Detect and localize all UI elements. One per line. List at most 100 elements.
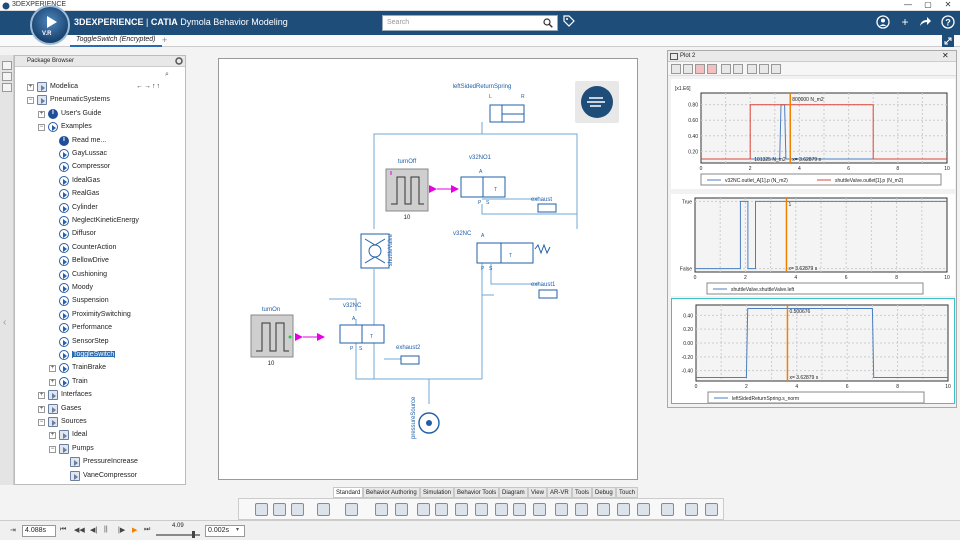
toolbar-icon[interactable] xyxy=(617,503,630,516)
expand-icon[interactable]: + xyxy=(49,432,56,440)
end-button[interactable]: ⏭ xyxy=(144,526,151,533)
search-box[interactable]: Search xyxy=(382,15,558,31)
browser-nav-arrows[interactable]: ←→↑↑ xyxy=(136,83,161,90)
tree-item[interactable]: ToggleSwitch xyxy=(15,349,185,362)
plot-tool-9[interactable] xyxy=(771,64,781,74)
tree-item[interactable]: PressureIncrease xyxy=(15,456,185,469)
plot-tool-7[interactable] xyxy=(747,64,757,74)
toolbar-icon[interactable] xyxy=(273,503,286,516)
settings-gear-icon[interactable] xyxy=(175,57,183,65)
toolbar-icon[interactable] xyxy=(455,503,468,516)
toolbar-icon[interactable] xyxy=(345,503,358,516)
tab-toggleswitch[interactable]: ToggleSwitch (Encrypted) xyxy=(70,35,162,47)
tree-item[interactable]: GayLussac xyxy=(15,148,185,161)
plot-tool-1[interactable] xyxy=(671,64,681,74)
toolbar-icon[interactable] xyxy=(435,503,448,516)
ribbon-tab[interactable]: Behavior Tools xyxy=(454,487,500,498)
turnoff-source[interactable]: turnOff 10 xyxy=(385,159,459,221)
toolbar-icon[interactable] xyxy=(705,503,718,516)
ribbon-tab[interactable]: Diagram xyxy=(499,487,528,498)
tree-item[interactable]: ProximitySwitching xyxy=(15,309,185,322)
tree-item[interactable]: Suspension xyxy=(15,295,185,308)
tree-item[interactable]: RealGas xyxy=(15,188,185,201)
collapse-icon[interactable]: − xyxy=(27,97,34,105)
tree-item[interactable]: NeglectKineticEnergy xyxy=(15,215,185,228)
pause-button[interactable]: || xyxy=(104,526,108,533)
turnon-source[interactable]: turnOn 10 xyxy=(250,307,325,367)
collapse-icon[interactable]: − xyxy=(38,124,45,132)
time-field[interactable]: 4.088s xyxy=(22,525,56,537)
exhaust2-component[interactable]: exhaust2 xyxy=(396,345,421,365)
shuttlevalve[interactable]: shuttleValve xyxy=(360,233,394,269)
search-icon[interactable] xyxy=(543,18,553,28)
plot-tool-5[interactable] xyxy=(721,64,731,74)
tree-item[interactable]: VaneCompressor xyxy=(15,470,185,483)
toolbar-icon[interactable] xyxy=(495,503,508,516)
leftsidedreturnspring[interactable]: leftSidedReturnSpring L R xyxy=(453,84,525,123)
v32no1-valve[interactable]: v32NO1 A P S T xyxy=(460,155,506,206)
plot-tool-4[interactable] xyxy=(707,64,717,74)
tree-item[interactable]: Performance xyxy=(15,322,185,335)
tree-item[interactable]: Cylinder xyxy=(15,202,185,215)
toolbar-icon[interactable] xyxy=(533,503,546,516)
plot-tool-8[interactable] xyxy=(759,64,769,74)
toolbar-icon[interactable] xyxy=(555,503,568,516)
strip-button-3[interactable] xyxy=(2,83,12,92)
collapse-left-icon[interactable]: ‹ xyxy=(3,317,7,328)
step-button[interactable]: |▶ xyxy=(118,527,126,534)
collapse-icon[interactable]: − xyxy=(49,445,56,453)
tree-item[interactable]: −PneumaticSystems xyxy=(15,94,185,107)
diagram-canvas[interactable]: leftSidedReturnSpring L R turnOff 10 v32… xyxy=(218,58,638,480)
v32nc1-valve[interactable]: v32NC A P S T xyxy=(453,231,551,272)
tree-item[interactable]: CounterAction xyxy=(15,242,185,255)
browser-search-icon[interactable]: ⌕ xyxy=(165,71,169,78)
expand-icon[interactable]: + xyxy=(38,405,45,413)
tree-item[interactable]: −Sources xyxy=(15,416,185,429)
toolbar-icon[interactable] xyxy=(575,503,588,516)
exhaust1-component[interactable]: exhaust1 xyxy=(531,282,558,299)
toolbar-icon[interactable] xyxy=(597,503,610,516)
toolbar-icon[interactable] xyxy=(291,503,304,516)
user-icon[interactable] xyxy=(876,15,892,29)
add-tab-button[interactable]: + xyxy=(162,35,168,45)
pressuresource[interactable]: pressureSource xyxy=(411,396,440,439)
rewind-button[interactable]: ⏮ xyxy=(60,526,67,533)
tree-item[interactable]: Cushioning xyxy=(15,269,185,282)
tag-icon[interactable] xyxy=(563,15,575,27)
add-icon[interactable]: + xyxy=(901,15,909,29)
tree-item[interactable]: +User's Guide xyxy=(15,108,185,121)
expand-icon[interactable]: + xyxy=(38,392,45,400)
tree-item[interactable]: Compressor xyxy=(15,161,185,174)
tree-item[interactable]: SensorStep xyxy=(15,336,185,349)
expand-icon[interactable]: + xyxy=(49,365,56,373)
tree-item[interactable]: Read me... xyxy=(15,135,185,148)
tree-item[interactable]: +Interfaces xyxy=(15,389,185,402)
tree-item[interactable]: Diffusor xyxy=(15,228,185,241)
chevron-down-icon[interactable]: ▾ xyxy=(236,527,240,533)
step-forward-icon[interactable]: ⇥ xyxy=(10,527,16,534)
tree-item[interactable]: +TrainBrake xyxy=(15,362,185,375)
tree-item[interactable]: Moody xyxy=(15,282,185,295)
v32nc-valve[interactable]: v32NC A P S T xyxy=(339,303,385,352)
toolbar-icon[interactable] xyxy=(375,503,388,516)
tree-item[interactable]: +Train xyxy=(15,376,185,389)
expand-icon[interactable]: + xyxy=(27,84,34,91)
toolbar-icon[interactable] xyxy=(637,503,650,516)
ribbon-tab[interactable]: Debug xyxy=(592,487,616,498)
time-slider-thumb[interactable] xyxy=(192,531,195,538)
toolbar-icon[interactable] xyxy=(475,503,488,516)
fullscreen-icon[interactable] xyxy=(942,35,954,47)
ribbon-tab[interactable]: AR-VR xyxy=(547,487,572,498)
ribbon-tab[interactable]: Simulation xyxy=(420,487,455,498)
tree-item[interactable]: IdealGas xyxy=(15,175,185,188)
play-button[interactable]: ▶ xyxy=(132,527,138,534)
exhaust-component[interactable]: exhaust xyxy=(531,197,557,213)
compass-button[interactable]: V.R xyxy=(30,5,70,45)
back-button[interactable]: ◀◀ xyxy=(74,527,85,534)
strip-button-1[interactable] xyxy=(2,61,12,70)
help-icon[interactable]: ? xyxy=(941,15,955,29)
share-icon[interactable] xyxy=(919,16,932,28)
tree-item[interactable]: −Pumps xyxy=(15,443,185,456)
tree-item[interactable]: +Modelica xyxy=(15,81,185,94)
